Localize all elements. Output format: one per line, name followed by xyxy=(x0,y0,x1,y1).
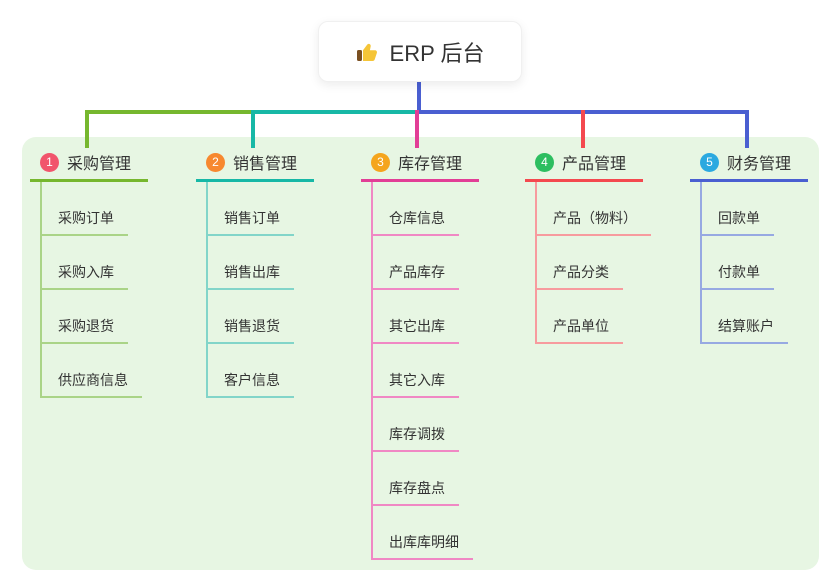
branch-2-drop-line xyxy=(251,110,255,148)
child-node[interactable]: 采购入库 xyxy=(42,236,128,290)
thumbs-up-icon xyxy=(356,40,380,64)
branch-1-connector-line xyxy=(85,110,255,114)
branch-number-badge: 1 xyxy=(40,152,59,172)
child-node[interactable]: 其它出库 xyxy=(373,290,459,344)
child-node[interactable]: 销售出库 xyxy=(208,236,294,290)
branch-finance: 5 财务管理 回款单 付款单 结算账户 xyxy=(690,147,808,344)
branch-2-connector-line xyxy=(253,110,419,114)
child-node[interactable]: 仓库信息 xyxy=(373,182,459,236)
branch-purchase-children: 采购订单 采购入库 采购退货 供应商信息 xyxy=(40,182,142,398)
branch-finance-children: 回款单 付款单 结算账户 xyxy=(700,182,788,344)
child-label: 库存调拨 xyxy=(389,426,445,442)
child-label: 供应商信息 xyxy=(58,372,128,388)
child-label: 付款单 xyxy=(718,264,760,280)
branch-product-children: 产品（物料） 产品分类 产品单位 xyxy=(535,182,651,344)
branch-sales-children: 销售订单 销售出库 销售退货 客户信息 xyxy=(206,182,294,398)
child-label: 产品单位 xyxy=(553,318,609,334)
child-label: 产品分类 xyxy=(553,264,609,280)
branch-number-badge: 2 xyxy=(206,152,225,172)
branch-5-drop-line xyxy=(745,110,749,148)
branch-title: 财务管理 xyxy=(727,156,792,173)
branch-product-header[interactable]: 4 产品管理 xyxy=(525,147,643,182)
child-node[interactable]: 其它入库 xyxy=(373,344,459,398)
child-label: 仓库信息 xyxy=(389,210,445,226)
branch-sales-header[interactable]: 2 销售管理 xyxy=(196,147,314,182)
branch-1-drop-line xyxy=(85,110,89,148)
branch-number-badge: 3 xyxy=(371,152,390,172)
branch-3-drop-line xyxy=(415,110,419,148)
child-node[interactable]: 产品单位 xyxy=(537,290,623,344)
child-label: 其它出库 xyxy=(389,318,445,334)
child-node[interactable]: 结算账户 xyxy=(702,290,788,344)
child-label: 销售订单 xyxy=(224,210,280,226)
child-label: 销售退货 xyxy=(224,318,280,334)
child-node[interactable]: 客户信息 xyxy=(208,344,294,398)
branch-product: 4 产品管理 产品（物料） 产品分类 产品单位 xyxy=(525,147,651,344)
child-node[interactable]: 供应商信息 xyxy=(42,344,142,398)
branch-inventory-header[interactable]: 3 库存管理 xyxy=(361,147,479,182)
branch-title: 采购管理 xyxy=(67,156,132,173)
child-node[interactable]: 销售退货 xyxy=(208,290,294,344)
child-node[interactable]: 付款单 xyxy=(702,236,774,290)
child-label: 客户信息 xyxy=(224,372,280,388)
branch-title: 销售管理 xyxy=(233,156,298,173)
child-label: 其它入库 xyxy=(389,372,445,388)
root-connector-line xyxy=(417,82,421,112)
child-node[interactable]: 销售订单 xyxy=(208,182,294,236)
child-node[interactable]: 采购订单 xyxy=(42,182,128,236)
child-label: 结算账户 xyxy=(718,318,774,334)
branch-title: 库存管理 xyxy=(398,156,463,173)
child-node[interactable]: 产品（物料） xyxy=(537,182,651,236)
child-label: 产品（物料） xyxy=(553,210,637,226)
branch-inventory-children: 仓库信息 产品库存 其它出库 其它入库 库存调拨 库存盘点 出库库明细 xyxy=(371,182,473,560)
branch-title: 产品管理 xyxy=(562,156,627,173)
child-label: 出库库明细 xyxy=(389,534,459,550)
mindmap-canvas xyxy=(22,137,819,570)
child-label: 采购订单 xyxy=(58,210,114,226)
root-node-label: ERP 后台 xyxy=(389,40,485,66)
branch-number-badge: 4 xyxy=(535,152,554,172)
root-node[interactable]: ERP 后台 xyxy=(318,21,522,82)
child-node[interactable]: 产品分类 xyxy=(537,236,623,290)
child-node[interactable]: 库存盘点 xyxy=(373,452,459,506)
child-label: 库存盘点 xyxy=(389,480,445,496)
branch-4-drop-line xyxy=(581,110,585,148)
branch-number-badge: 5 xyxy=(700,152,719,172)
branch-purchase: 1 采购管理 采购订单 采购入库 采购退货 供应商信息 xyxy=(30,147,148,398)
branch-finance-header[interactable]: 5 财务管理 xyxy=(690,147,808,182)
child-node[interactable]: 库存调拨 xyxy=(373,398,459,452)
child-label: 采购退货 xyxy=(58,318,114,334)
branch-sales: 2 销售管理 销售订单 销售出库 销售退货 客户信息 xyxy=(196,147,314,398)
child-node[interactable]: 回款单 xyxy=(702,182,774,236)
branch-purchase-header[interactable]: 1 采购管理 xyxy=(30,147,148,182)
child-label: 产品库存 xyxy=(389,264,445,280)
branch-inventory: 3 库存管理 仓库信息 产品库存 其它出库 其它入库 库存调拨 库存盘点 出库库… xyxy=(361,147,479,560)
child-node[interactable]: 采购退货 xyxy=(42,290,128,344)
child-node[interactable]: 产品库存 xyxy=(373,236,459,290)
child-node[interactable]: 出库库明细 xyxy=(373,506,473,560)
child-label: 销售出库 xyxy=(224,264,280,280)
child-label: 回款单 xyxy=(718,210,760,226)
child-label: 采购入库 xyxy=(58,264,114,280)
